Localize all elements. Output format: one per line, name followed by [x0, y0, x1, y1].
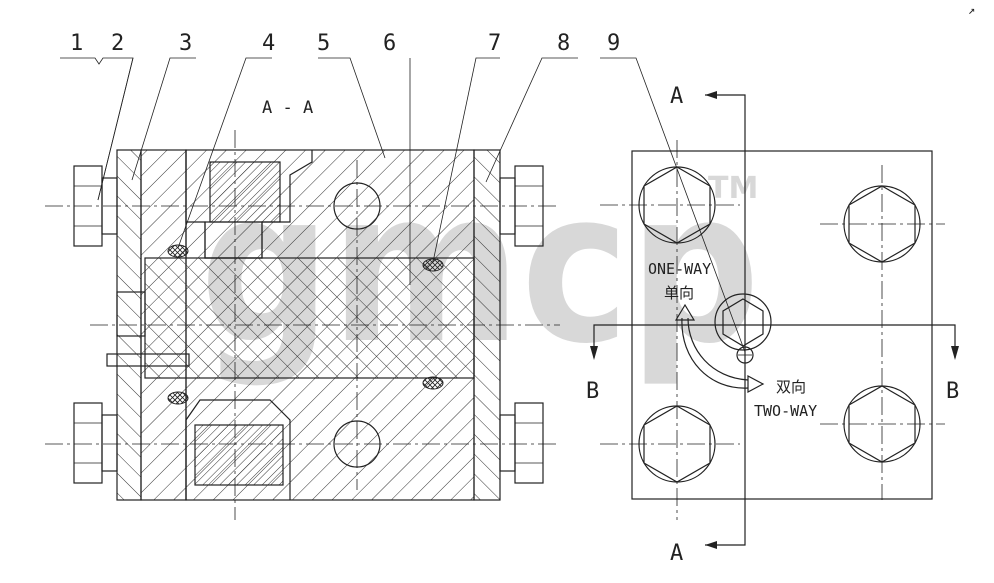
one-way-label: ONE-WAY: [648, 260, 711, 278]
section-marks: A A B B: [586, 84, 959, 566]
leader-lines: [60, 57, 746, 353]
section-mark-b-left: B: [586, 379, 599, 404]
section-mark-a-top: A: [670, 84, 683, 109]
o-ring-7: [422, 258, 444, 272]
bolt-bottom-left: [73, 402, 118, 484]
part-number-3: 3: [179, 31, 192, 56]
upper-check-valve: [209, 161, 281, 223]
trademark-mark: TM: [708, 171, 758, 206]
part-number-labels: 1 2 3 4 5 6 7 8 9: [70, 31, 620, 56]
two-way-cn-label: 双向: [776, 378, 806, 396]
rotation-arrow: [681, 317, 749, 389]
part-number-4: 4: [262, 31, 275, 56]
o-ring-4b: [167, 391, 189, 405]
lower-check-valve: [194, 424, 284, 486]
part-number-6: 6: [383, 31, 396, 56]
mode-annotations: ONE-WAY 单向 双向 TWO-WAY: [648, 260, 817, 420]
front-view: [590, 91, 959, 549]
o-ring-4: [167, 244, 189, 258]
o-ring-7b: [422, 376, 444, 390]
corner-mark: ↗: [968, 3, 975, 17]
left-port: [116, 291, 146, 337]
part-number-1: 1: [70, 31, 83, 56]
part-number-7: 7: [488, 31, 501, 56]
part-number-5: 5: [317, 31, 330, 56]
section-title: A - A: [262, 98, 313, 118]
bolt-bottom-right: [499, 402, 544, 484]
spool: [144, 257, 475, 379]
pin: [106, 353, 190, 367]
section-view: [45, 130, 560, 520]
section-mark-b-right: B: [946, 379, 959, 404]
part-number-9: 9: [607, 31, 620, 56]
part-number-2: 2: [111, 31, 124, 56]
two-way-label: TWO-WAY: [754, 402, 817, 420]
section-mark-a-bottom: A: [670, 541, 683, 566]
part-number-8: 8: [557, 31, 570, 56]
rotation-arrow-inner: [687, 317, 749, 381]
one-way-cn-label: 单向: [664, 284, 694, 302]
